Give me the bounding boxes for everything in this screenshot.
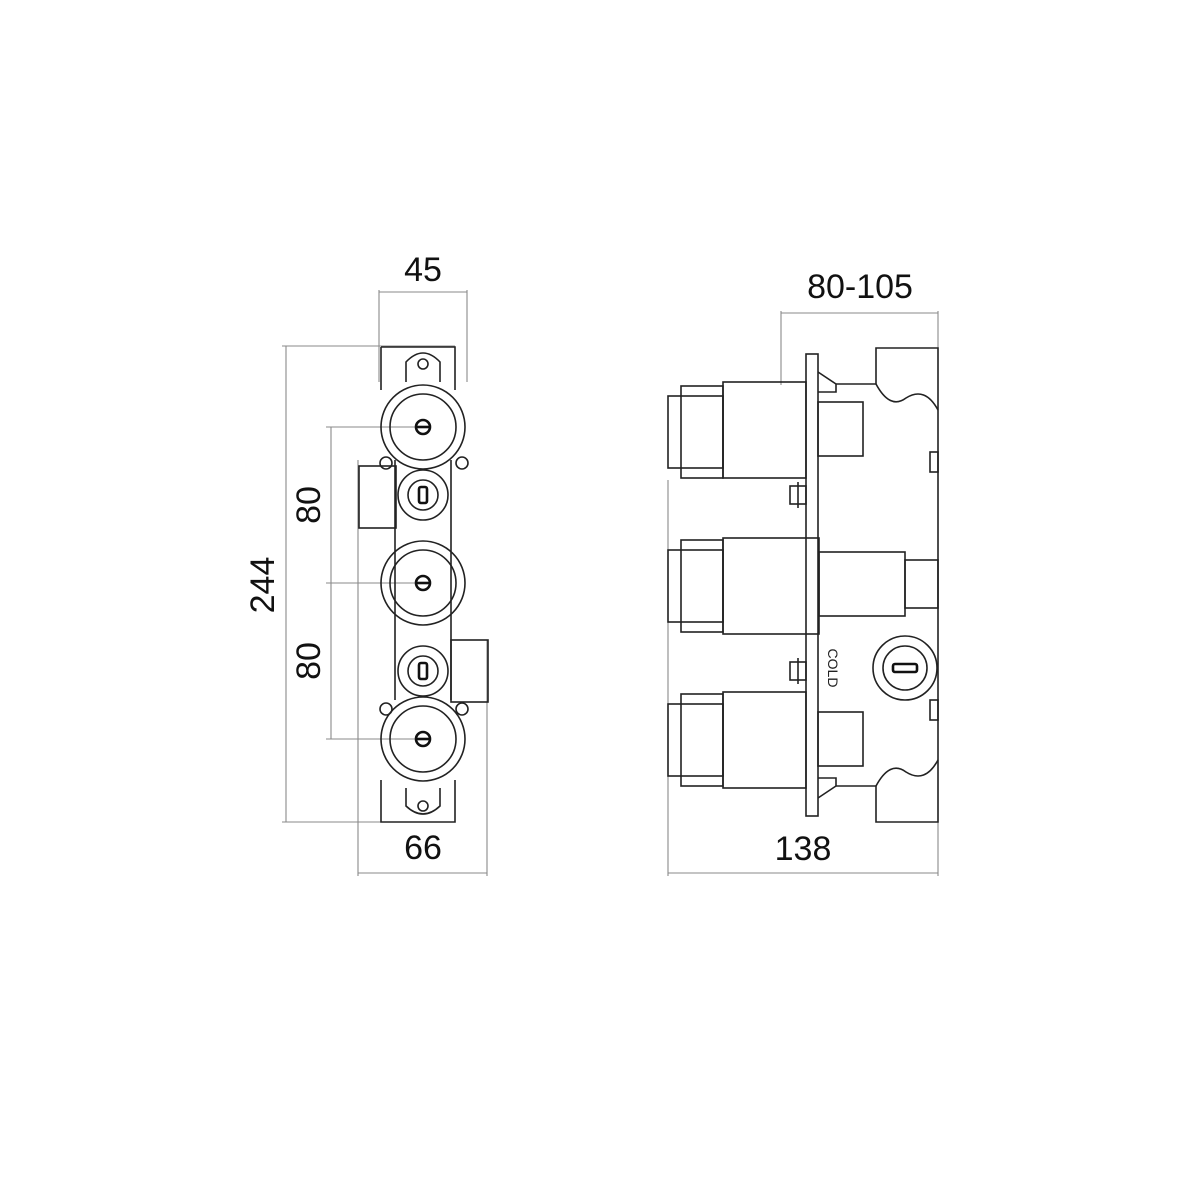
front-body xyxy=(358,346,489,823)
side-valve-body xyxy=(836,347,939,823)
dimension-front-top-width: 45 xyxy=(378,251,468,382)
side-cartridge-top xyxy=(667,381,864,479)
front-cartridge-top xyxy=(380,384,466,470)
front-bottom-width-label: 66 xyxy=(404,829,442,867)
cold-port-label: COLD xyxy=(825,649,841,688)
front-stop-valve-lower xyxy=(397,645,449,697)
dimension-front-bottom-width: 66 xyxy=(357,460,488,876)
side-depth-range-label: 80-105 xyxy=(807,268,913,306)
side-cold-port: COLD xyxy=(825,635,938,701)
dimension-side-total-depth: 138 xyxy=(667,480,939,876)
front-cartridge-bottom xyxy=(380,696,466,782)
mounting-lug-bottom xyxy=(405,788,441,815)
side-view: 80-105 138 xyxy=(667,268,939,876)
front-cartridge-middle xyxy=(380,540,466,626)
front-top-width-label: 45 xyxy=(404,251,442,289)
front-view: 45 66 244 80 80 xyxy=(244,251,489,876)
front-spacing-lower-label: 80 xyxy=(290,642,328,680)
front-spacing-upper-label: 80 xyxy=(290,486,328,524)
side-stop-screw-lower xyxy=(789,658,807,684)
mounting-lug-top xyxy=(405,352,441,382)
dimension-side-depth-range: 80-105 xyxy=(780,268,939,385)
side-cartridge-middle xyxy=(667,537,939,635)
dimension-front-total-height: 244 xyxy=(244,345,455,823)
front-total-height-label: 244 xyxy=(244,557,282,614)
side-total-depth-label: 138 xyxy=(775,830,832,868)
side-wall-plate xyxy=(805,353,837,817)
side-stop-screw-upper xyxy=(789,482,807,508)
dimension-front-spacing: 80 80 xyxy=(290,426,425,740)
side-cartridge-bottom xyxy=(667,691,864,789)
front-stop-valve-upper xyxy=(397,469,449,521)
